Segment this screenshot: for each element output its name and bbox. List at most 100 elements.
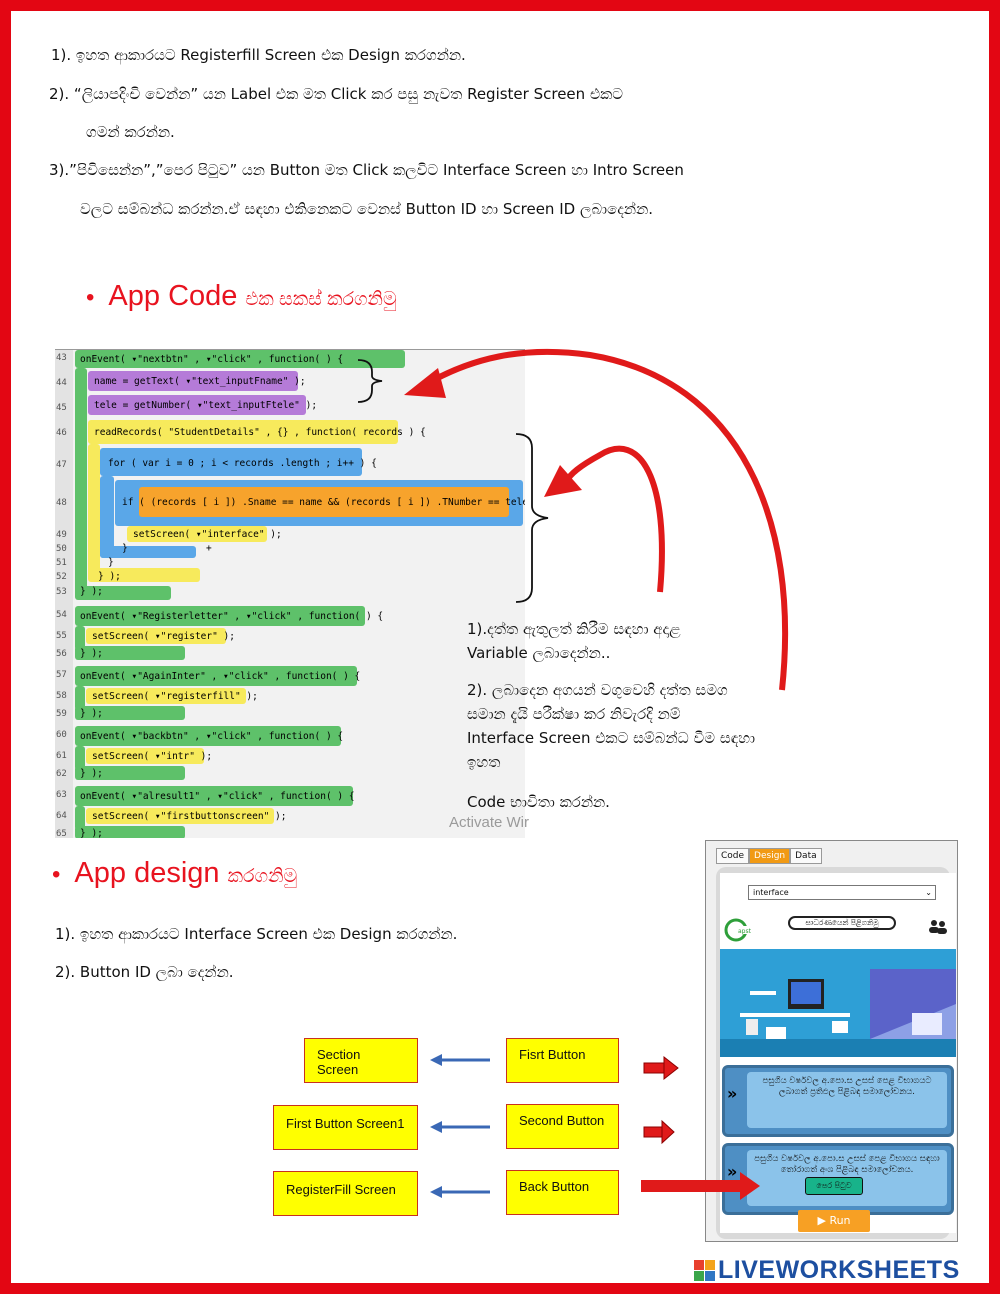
- app-design-subtitle: කරගනිමු: [227, 866, 298, 887]
- play-icon: ▶: [817, 1214, 830, 1227]
- event-block-body: [75, 368, 87, 598]
- event-block-end: [75, 826, 185, 838]
- code-line-46: readRecords( "StudentDetails" , {} , fun…: [94, 427, 426, 438]
- assign-block: [88, 395, 306, 415]
- code-line-63: onEvent( ▾"alresult1" , ▾"click" , funct…: [80, 791, 355, 802]
- code-line-61: setScreen( ▾"intr" );: [92, 751, 213, 762]
- set-screen-block: [86, 688, 246, 704]
- liveworksheets-icon: [694, 1260, 715, 1281]
- line-number: 51: [56, 558, 67, 568]
- set-screen-block: [86, 808, 274, 824]
- screen-select[interactable]: interface ⌄: [748, 885, 936, 900]
- line-number: 47: [56, 460, 67, 470]
- app-header: apst සාධරණයෙන් පිළිගනිමු: [720, 911, 956, 949]
- app-code-title: App Code: [108, 280, 238, 312]
- event-block-end: [75, 706, 185, 720]
- arrowhead: [430, 1121, 442, 1133]
- line-number: 57: [56, 670, 67, 680]
- line-number: 46: [56, 428, 67, 438]
- code-line-60: onEvent( ▾"backbtn" , ▾"click" , functio…: [80, 731, 344, 742]
- code-editor: 43 44 45 46 47 48 49 50 51 52 53 54 55 5…: [55, 349, 525, 838]
- registerfill-screen-box: RegisterFill Screen: [273, 1171, 418, 1216]
- note-2-line-4: ඉහත: [467, 753, 501, 771]
- back-button-box: Back Button: [506, 1170, 619, 1215]
- line-number: 53: [56, 587, 67, 597]
- hero-illustration: [720, 949, 956, 1057]
- code-line-64: setScreen( ▾"firstbuttonscreen" );: [92, 811, 287, 822]
- event-block-body: [75, 686, 85, 710]
- code-line-53: } );: [80, 586, 103, 597]
- instruction-2: 2). “ලියාපදිංචි වෙන්න” යන Label එක මත Cl…: [49, 85, 624, 103]
- code-line-57: onEvent( ▾"AgainInter" , ▾"click" , func…: [80, 671, 361, 682]
- line-number: 55: [56, 631, 67, 641]
- code-line-47: for ( var i = 0 ; i < records .length ; …: [108, 458, 377, 469]
- code-line-45: tele = getNumber( ▾"text_inputFtele" );: [94, 400, 318, 411]
- arrowhead: [430, 1054, 442, 1066]
- read-records-body: [88, 444, 100, 574]
- app-design-title: App design: [74, 857, 220, 889]
- first-button-box: Fisrt Button: [506, 1038, 619, 1083]
- note-2-line-2: සමාන දැයි පරීක්ෂා කර නිවැරදි නම්: [467, 705, 681, 723]
- event-block-end: [75, 586, 171, 600]
- red-arrow: [643, 1126, 663, 1138]
- instruction-3-cont: වලට සම්බන්ධ කරන්න.ඒ සඳහා එකිනෙකට වෙනස් B…: [80, 200, 654, 218]
- line-number: 50: [56, 544, 67, 554]
- note-2-line-1: 2). ලබාදෙන අගයන් වගුවෙහි දත්ත සමග: [467, 681, 728, 699]
- event-block: [75, 726, 341, 746]
- line-number: 56: [56, 649, 67, 659]
- code-line-62: } );: [80, 768, 103, 779]
- instruction-1: 1). ඉහත ආකාරයට Registerfill Screen එක De…: [51, 46, 466, 64]
- card-1-text: පසුගිය වර්ෂවල අ.පො.ස උසස් පෙළ විභාගයට ලබ…: [747, 1072, 947, 1128]
- code-line-55: setScreen( ▾"register" );: [92, 631, 235, 642]
- event-block: [75, 350, 405, 368]
- arrowhead: [544, 465, 582, 497]
- read-records-end: [88, 568, 200, 582]
- app-code-heading: • App Code එක සකස් කරගනිමු: [86, 280, 397, 313]
- line-number: 64: [56, 811, 67, 821]
- bullet: •: [86, 284, 95, 311]
- first-button-screen-box: First Button Screen1: [273, 1105, 418, 1150]
- run-label: Run: [829, 1214, 851, 1227]
- line-number: 62: [56, 769, 67, 779]
- event-block-body: [75, 806, 85, 830]
- welcome-pill: සාධරණයෙන් පිළිගනිමු: [788, 916, 896, 930]
- note-1-line-1: 1).දත්ත ඇතුලත් කිරීම සඳහා අදාළ: [467, 620, 681, 638]
- for-block: [100, 448, 362, 476]
- for-block-end: [100, 546, 196, 558]
- tab-design[interactable]: Design: [749, 848, 791, 864]
- set-screen-block: [127, 526, 267, 542]
- design-step-1: 1). ඉහත ආකාරයට Interface Screen එක Desig…: [55, 925, 458, 943]
- event-block: [75, 786, 353, 806]
- red-arrow: [643, 1062, 665, 1074]
- event-block: [75, 666, 357, 686]
- chevron-right-icon: »: [727, 1162, 738, 1181]
- note-3: Code භාවිතා කරන්න.: [467, 793, 610, 811]
- desk-illustration: [720, 949, 956, 1057]
- code-line-54: onEvent( ▾"Registerletter" , ▾"click" , …: [80, 611, 384, 622]
- chevron-right-icon: »: [727, 1084, 738, 1103]
- users-icon: [929, 920, 947, 934]
- app-code-subtitle: එක සකස් කරගනිමු: [245, 289, 397, 310]
- design-step-2: 2). Button ID ලබා දෙන්න.: [55, 963, 234, 981]
- line-number: 45: [56, 403, 67, 413]
- instruction-3: 3).”පිවිසෙන්න”,”පෙර පිටුව” යන Button මත …: [49, 161, 684, 179]
- code-line-43: onEvent( ▾"nextbtn" , ▾"click" , functio…: [80, 354, 344, 365]
- chevron-down-icon: ⌄: [925, 888, 932, 897]
- section-card-1[interactable]: » පසුගිය වර්ෂවල අ.පො.ස උසස් පෙළ විභාගයට …: [722, 1065, 954, 1137]
- tab-data[interactable]: Data: [790, 848, 822, 864]
- line-number: 54: [56, 610, 67, 620]
- run-button[interactable]: ▶ Run: [798, 1210, 870, 1232]
- instruction-2-cont: ගමන් කරන්න.: [86, 123, 175, 141]
- code-line-56: } );: [80, 648, 103, 659]
- code-line-51: }: [108, 557, 114, 568]
- tab-code[interactable]: Code: [716, 848, 750, 864]
- event-block-body: [75, 746, 85, 770]
- for-block-body: [100, 476, 114, 558]
- code-line-58: setScreen( ▾"registerfill" );: [92, 691, 258, 702]
- second-button-box: Second Button: [506, 1104, 619, 1149]
- line-number: 44: [56, 378, 67, 388]
- assign-block: [88, 371, 298, 391]
- event-block-end: [75, 646, 185, 660]
- previous-page-button[interactable]: පෙර පිටුව: [805, 1177, 863, 1195]
- arrowhead: [661, 1119, 675, 1145]
